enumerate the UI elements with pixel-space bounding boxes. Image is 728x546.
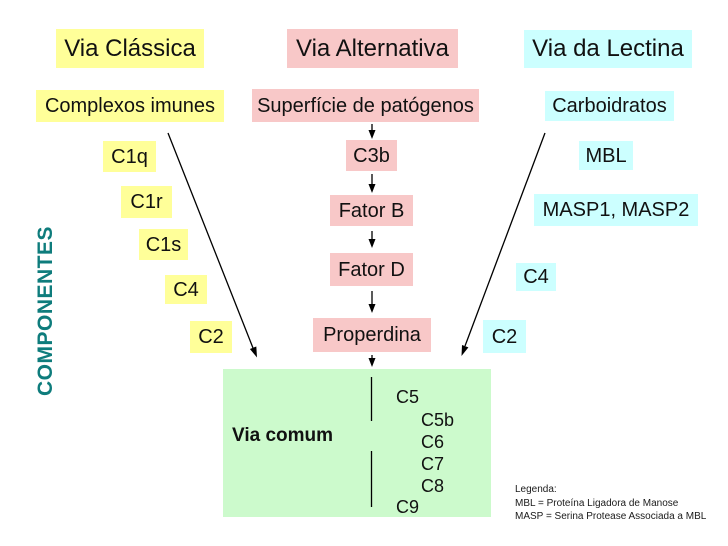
component-c2-lectin: C2 [483, 320, 526, 353]
trigger-classical: Complexos imunes [36, 90, 224, 122]
component-c1s: C1s [139, 229, 188, 260]
component-c2-classical: C2 [190, 321, 232, 353]
component-c1r: C1r [121, 186, 172, 218]
legend-block: Legenda: MBL = Proteína Ligadora de Mano… [515, 483, 706, 524]
component-masp: MASP1, MASP2 [534, 194, 698, 226]
pathway-title-lectin: Via da Lectina [524, 30, 692, 68]
legend-title: Legenda: [515, 484, 557, 495]
component-c3b: C3b [346, 140, 397, 171]
common-pathway-box [223, 369, 491, 517]
axis-label-componentes: COMPONENTES [34, 226, 57, 397]
component-c1q: C1q [103, 141, 156, 172]
cascade-c9: C9 [396, 497, 420, 517]
component-c4-lectin: C4 [516, 263, 556, 291]
arrow-c3b-to-fatorb [368, 174, 376, 193]
arrow-fatord-to-properdina [368, 291, 376, 313]
common-pathway-label: Via comum [232, 425, 334, 446]
legend-line-masp: MASP = Serina Protease Associada a MBL [515, 511, 707, 522]
cascade-c5b: C5b [421, 410, 455, 430]
component-fator-d: Fator D [330, 253, 413, 286]
component-mbl: MBL [579, 141, 633, 170]
cascade-c7: C7 [421, 454, 445, 474]
component-fator-b: Fator B [330, 195, 413, 226]
arrow-fatorb-to-fatord [368, 231, 376, 248]
cascade-c8: C8 [421, 476, 445, 496]
trigger-lectin: Carboidratos [545, 91, 674, 121]
trigger-alternative: Superfície de patógenos [252, 89, 479, 122]
arrow-trigger-to-c3b [368, 124, 376, 139]
component-properdina: Properdina [313, 318, 431, 352]
arrow-properdina-to-common [368, 355, 376, 367]
cascade-c6: C6 [421, 432, 445, 452]
cascade-c5: C5 [396, 387, 420, 407]
pathway-title-alternative: Via Alternativa [287, 29, 458, 68]
component-c4-classical: C4 [165, 275, 207, 304]
pathway-title-classical: Via Clássica [56, 29, 204, 68]
legend-line-mbl: MBL = Proteína Ligadora de Manose [515, 497, 679, 509]
